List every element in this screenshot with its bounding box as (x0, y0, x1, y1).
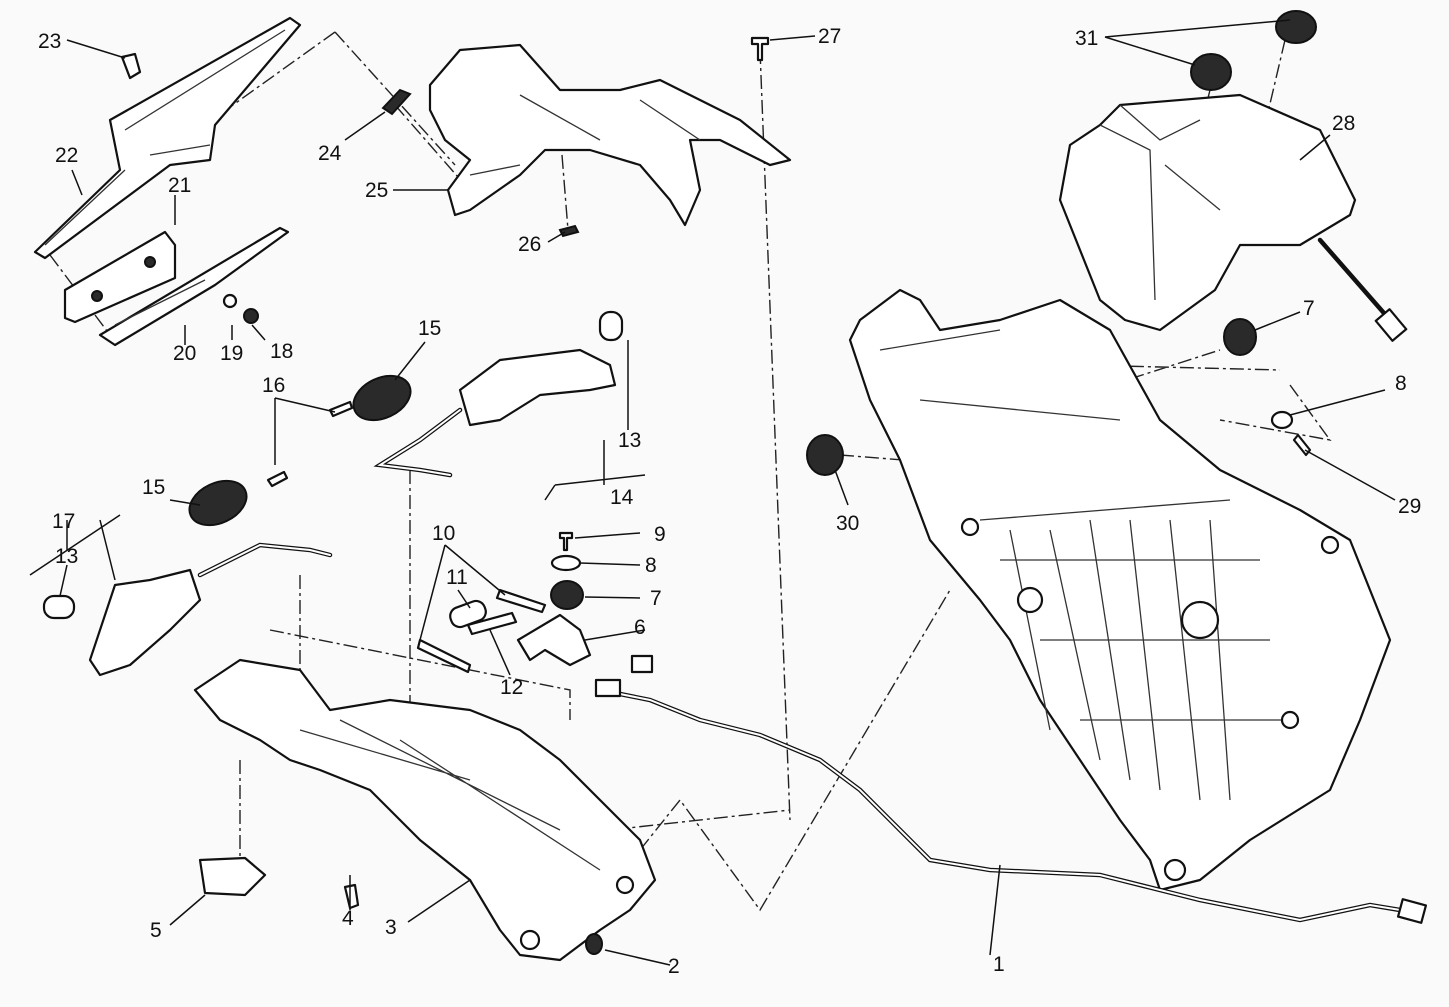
subframe (848, 288, 1392, 892)
callout-22: 22 (55, 144, 78, 167)
part-8-washer-center[interactable] (550, 554, 582, 572)
part-1-wiring-harness[interactable] (594, 654, 1428, 924)
leader-lines (29, 19, 1396, 966)
callout-18: 18 (270, 340, 293, 363)
part-10-contacts[interactable] (416, 588, 547, 674)
part-13-bulb-right[interactable] (598, 310, 624, 342)
callout-8-right: 8 (1395, 372, 1407, 395)
callout-6: 6 (634, 616, 646, 639)
callout-8-center: 8 (645, 554, 657, 577)
callout-14: 14 (610, 486, 634, 509)
part-24-clip[interactable] (381, 88, 412, 116)
callout-25: 25 (365, 179, 388, 202)
part-8-washer-right[interactable] (1270, 410, 1294, 430)
part-5-reflector[interactable] (198, 856, 267, 897)
part-4-screw[interactable] (343, 883, 360, 910)
callout-10: 10 (432, 522, 455, 545)
callout-1: 1 (993, 953, 1005, 976)
part-13-bulb-left[interactable] (42, 594, 76, 620)
part-15-grommet-left[interactable] (182, 472, 253, 534)
callout-24: 24 (318, 142, 342, 165)
part-19-washer[interactable] (222, 293, 238, 309)
part-31-rubber-caps[interactable] (1190, 10, 1317, 91)
callout-21: 21 (168, 174, 191, 197)
callout-28: 28 (1332, 112, 1355, 135)
part-6-bracket[interactable] (516, 613, 592, 667)
callout-7-right: 7 (1303, 297, 1315, 320)
part-7-grommet-right[interactable] (1223, 318, 1257, 356)
part-17-turn-signal-left[interactable] (88, 542, 333, 677)
callout-27: 27 (818, 25, 841, 48)
part-20-lower-bracket[interactable] (98, 226, 290, 347)
callout-30: 30 (836, 512, 859, 535)
part-9-screw[interactable] (558, 531, 574, 552)
callout-13-right: 13 (618, 429, 641, 452)
callout-15-right: 15 (418, 317, 441, 340)
callout-16: 16 (262, 374, 285, 397)
part-2-screw[interactable] (585, 933, 603, 955)
part-7-grommet-center[interactable] (550, 580, 584, 610)
part-16-screw-right[interactable] (328, 400, 354, 418)
callout-26: 26 (518, 233, 541, 256)
part-18-nut[interactable] (243, 308, 259, 324)
part-15-grommet-right[interactable] (346, 367, 417, 429)
callout-3: 3 (385, 916, 397, 939)
callout-11: 11 (446, 566, 468, 589)
part-22-plate-holder[interactable] (33, 16, 302, 260)
part-26-screw[interactable] (558, 224, 580, 238)
callout-5: 5 (150, 919, 162, 942)
callout-20: 20 (173, 342, 196, 365)
callout-4: 4 (342, 907, 354, 930)
callout-29: 29 (1398, 495, 1421, 518)
callout-2: 2 (668, 955, 680, 978)
part-23-screw[interactable] (120, 52, 142, 80)
part-27-screw[interactable] (750, 36, 770, 62)
callout-23: 23 (38, 30, 61, 53)
callouts: 23 22 21 20 19 18 24 25 26 27 28 31 7 8 … (38, 25, 1421, 978)
callout-7-center: 7 (650, 587, 662, 610)
callout-31: 31 (1075, 27, 1098, 50)
part-14-turn-signal-right[interactable] (373, 348, 617, 478)
part-21-plate[interactable] (63, 230, 177, 324)
part-28-tail-light[interactable] (1058, 93, 1408, 342)
callout-15-left: 15 (142, 476, 165, 499)
callout-17: 17 (52, 510, 75, 533)
part-25-cover[interactable] (428, 43, 792, 227)
callout-13-left: 13 (55, 545, 78, 568)
part-30-grommet[interactable] (806, 434, 844, 476)
part-3-support[interactable] (193, 658, 657, 962)
part-12-holder[interactable] (466, 611, 518, 636)
callout-9: 9 (654, 523, 666, 546)
callout-19: 19 (220, 342, 243, 365)
part-16-screw-left[interactable] (266, 470, 289, 488)
callout-12: 12 (500, 676, 523, 699)
